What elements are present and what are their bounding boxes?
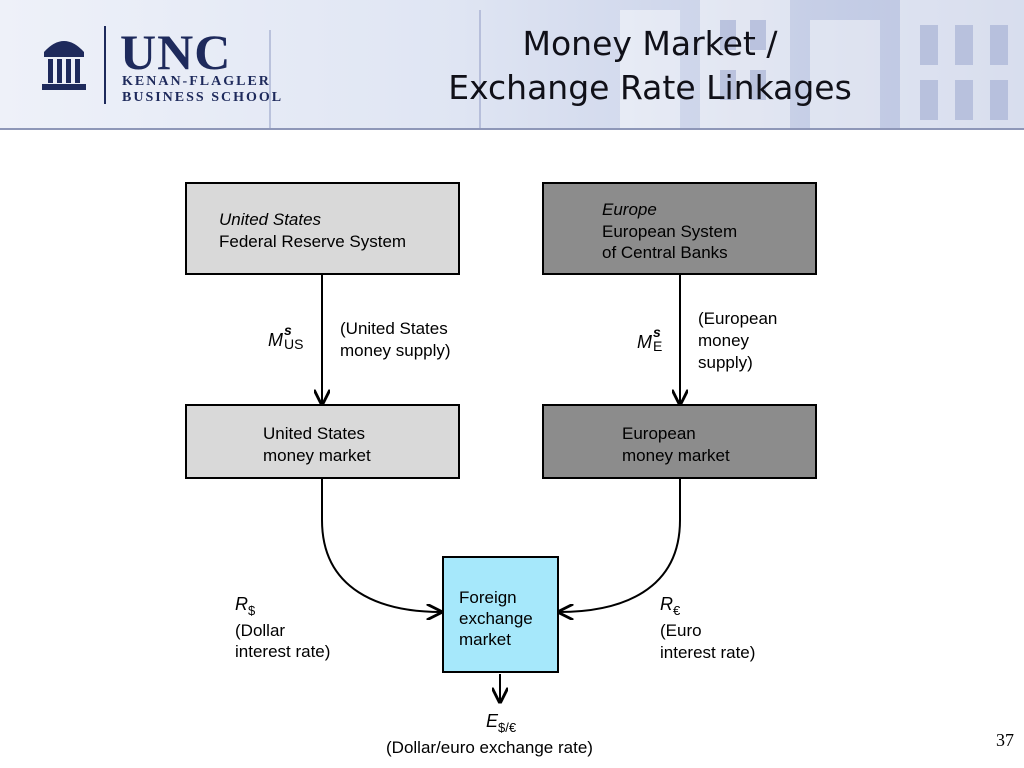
euro-rate-r: R [660,594,673,614]
eu-money-supply-label-3: supply) [698,353,753,372]
dollar-rate-label-1: (Dollar [235,621,286,640]
europe-region-label: Europe [602,200,657,219]
eu-money-supply-superscript: s [653,324,661,340]
european-money-market-box: European money market [542,404,817,479]
exchange-rate-symbol: E$/€ [486,711,517,735]
us-money-market-line-1: United States [263,424,366,443]
us-money-market-line-2: money market [263,446,371,465]
logo-unc-text: UNC [120,24,232,80]
logo-divider [104,26,106,104]
central-banks-label: of Central Banks [602,243,728,262]
fx-market-line-2: exchange [459,609,533,628]
euro-rate-subscript: € [673,603,681,618]
eu-money-supply-m: M [637,332,652,352]
foreign-exchange-market-box: Foreign exchange market [442,556,559,673]
eu-money-market-line-2: money market [622,446,730,465]
us-money-supply-symbol: M s US [268,322,305,352]
us-money-supply-label-2: money supply) [340,341,451,360]
dollar-interest-rate-symbol: R$ [235,594,256,618]
exchange-rate-e: E [486,711,499,731]
exchange-rate-subscript: $/€ [498,720,517,735]
us-money-supply-subscript: US [284,336,304,352]
eu-money-supply-subscript: E [653,338,663,354]
european-central-banks-box: Europe European System of Central Banks [542,182,817,275]
header-banner: UNC KENAN-FLAGLER BUSINESS SCHOOL Money … [0,0,1024,130]
euro-rate-label-2: interest rate) [660,643,756,662]
euro-rate-label-1: (Euro [660,621,702,640]
slide-title: Money Market / Exchange Rate Linkages [420,22,880,110]
dollar-rate-r: R [235,594,248,614]
european-system-label: European System [602,222,738,241]
logo-kenan-flagler-text: KENAN-FLAGLER [122,74,271,89]
us-federal-reserve-box: United States Federal Reserve System [185,182,460,275]
us-money-supply-superscript: s [284,322,292,338]
us-money-supply-m: M [268,330,283,350]
slide-title-line-1: Money Market / [522,24,778,63]
fx-market-line-1: Foreign [459,588,517,607]
eu-money-supply-label-2: money [698,331,750,350]
federal-reserve-label: Federal Reserve System [219,232,407,251]
arrow-euro-interest-rate [559,478,681,612]
page-number: 37 [996,730,1014,750]
eu-money-supply-label-1: (European [698,309,778,328]
us-money-market-box: United States money market [185,404,460,479]
slide-title-line-2: Exchange Rate Linkages [448,68,852,107]
euro-interest-rate-symbol: R€ [660,594,681,618]
unc-kenan-flagler-logo[interactable]: UNC KENAN-FLAGLER BUSINESS SCHOOL [40,26,300,108]
us-money-supply-label-1: (United States [340,319,448,338]
dollar-rate-label-2: interest rate) [235,642,331,661]
arrow-dollar-interest-rate [321,478,441,612]
eu-money-market-line-1: European [622,424,696,443]
us-region-label: United States [219,210,322,229]
campus-building-photo [269,0,1024,128]
logo-business-school-text: BUSINESS SCHOOL [122,90,284,105]
fx-market-line-3: market [459,630,511,649]
dollar-rate-subscript: $ [248,603,256,618]
eu-money-supply-symbol: M s E [637,324,668,354]
exchange-rate-label: (Dollar/euro exchange rate) [386,738,593,757]
old-well-icon [42,41,86,90]
